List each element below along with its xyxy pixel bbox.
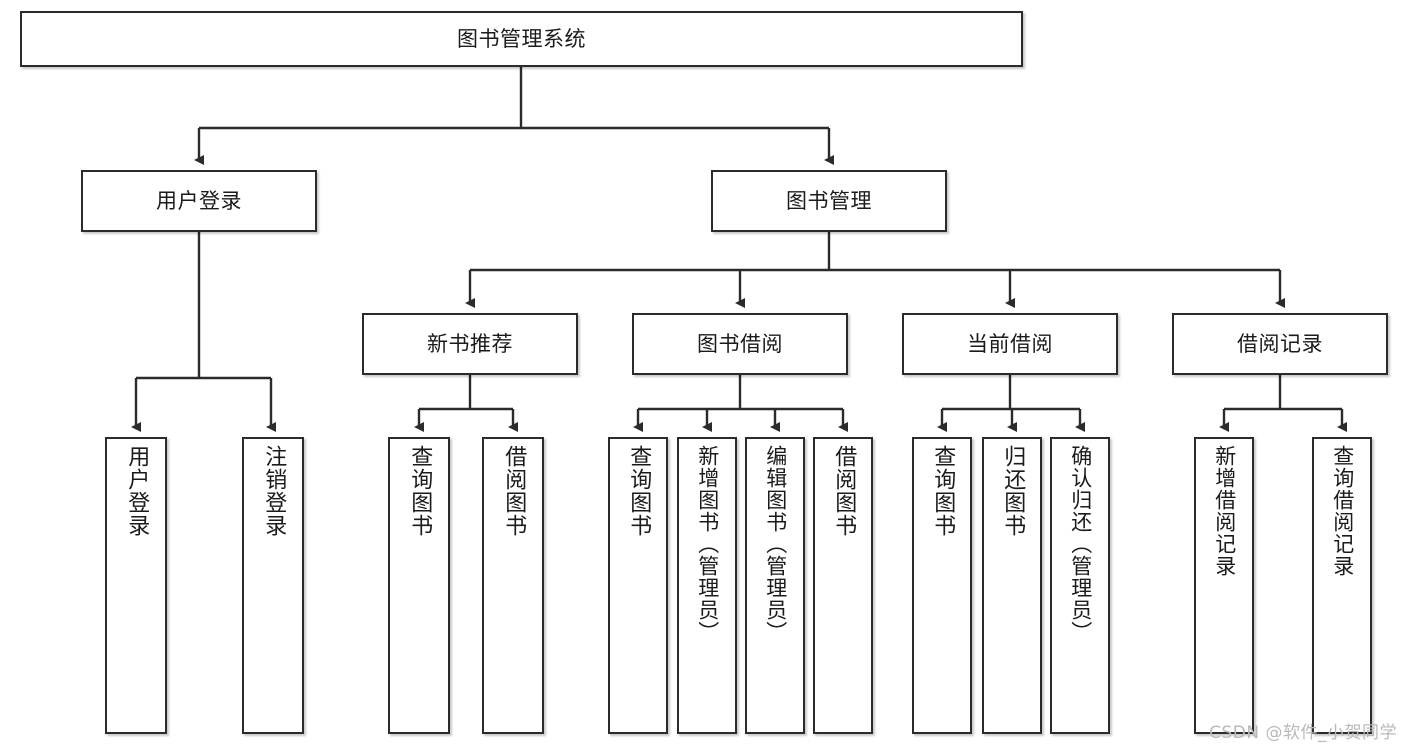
- node-user-login[interactable]: 用户登录: [81, 170, 317, 232]
- node-leaf-query-book-1-label: 查询图书: [407, 445, 433, 537]
- node-leaf-query-book-2-label: 查询图书: [626, 445, 652, 537]
- node-leaf-confirm-return[interactable]: 确认归还（管理员）: [1050, 437, 1110, 734]
- node-leaf-return-book-label: 归还图书: [1000, 445, 1026, 537]
- node-current-borrow-label: 当前借阅: [967, 331, 1053, 356]
- node-current-borrow[interactable]: 当前借阅: [902, 313, 1118, 375]
- node-leaf-logout[interactable]: 注销登录: [242, 437, 304, 734]
- node-leaf-borrow-book-2-label: 借阅图书: [831, 445, 857, 537]
- node-leaf-query-book-3-label: 查询图书: [930, 445, 956, 537]
- node-borrow-record-label: 借阅记录: [1237, 331, 1323, 356]
- node-user-login-label: 用户登录: [156, 188, 242, 213]
- node-leaf-add-record-label: 新增借阅记录: [1212, 445, 1237, 577]
- node-leaf-query-record-label: 查询借阅记录: [1330, 445, 1355, 577]
- node-leaf-query-record[interactable]: 查询借阅记录: [1312, 437, 1372, 734]
- node-leaf-edit-book[interactable]: 编辑图书（管理员）: [745, 437, 805, 734]
- node-borrow-record[interactable]: 借阅记录: [1172, 313, 1388, 375]
- node-book-borrow[interactable]: 图书借阅: [632, 313, 848, 375]
- node-leaf-query-book-2[interactable]: 查询图书: [608, 437, 668, 734]
- node-leaf-borrow-book-1-label: 借阅图书: [501, 445, 527, 537]
- node-leaf-edit-book-label: 编辑图书（管理员）: [763, 445, 788, 643]
- node-leaf-user-login-label: 用户登录: [124, 445, 150, 537]
- node-new-book-recommend-label: 新书推荐: [427, 331, 513, 356]
- node-leaf-logout-label: 注销登录: [261, 445, 287, 537]
- node-root[interactable]: 图书管理系统: [20, 11, 1023, 67]
- node-leaf-query-book-1[interactable]: 查询图书: [388, 437, 450, 734]
- node-leaf-return-book[interactable]: 归还图书: [982, 437, 1042, 734]
- node-leaf-add-book[interactable]: 新增图书（管理员）: [677, 437, 737, 734]
- node-book-manage[interactable]: 图书管理: [711, 170, 947, 232]
- node-leaf-confirm-return-label: 确认归还（管理员）: [1068, 445, 1093, 643]
- watermark: CSDN @软件_小贺同学: [1209, 723, 1397, 743]
- node-leaf-add-record[interactable]: 新增借阅记录: [1194, 437, 1254, 734]
- node-book-manage-label: 图书管理: [786, 188, 872, 213]
- node-leaf-borrow-book-1[interactable]: 借阅图书: [482, 437, 544, 734]
- node-new-book-recommend[interactable]: 新书推荐: [362, 313, 578, 375]
- node-leaf-borrow-book-2[interactable]: 借阅图书: [813, 437, 873, 734]
- node-book-borrow-label: 图书借阅: [697, 331, 783, 356]
- node-leaf-query-book-3[interactable]: 查询图书: [912, 437, 972, 734]
- node-root-label: 图书管理系统: [457, 26, 586, 51]
- node-leaf-add-book-label: 新增图书（管理员）: [695, 445, 720, 643]
- node-leaf-user-login[interactable]: 用户登录: [105, 437, 167, 734]
